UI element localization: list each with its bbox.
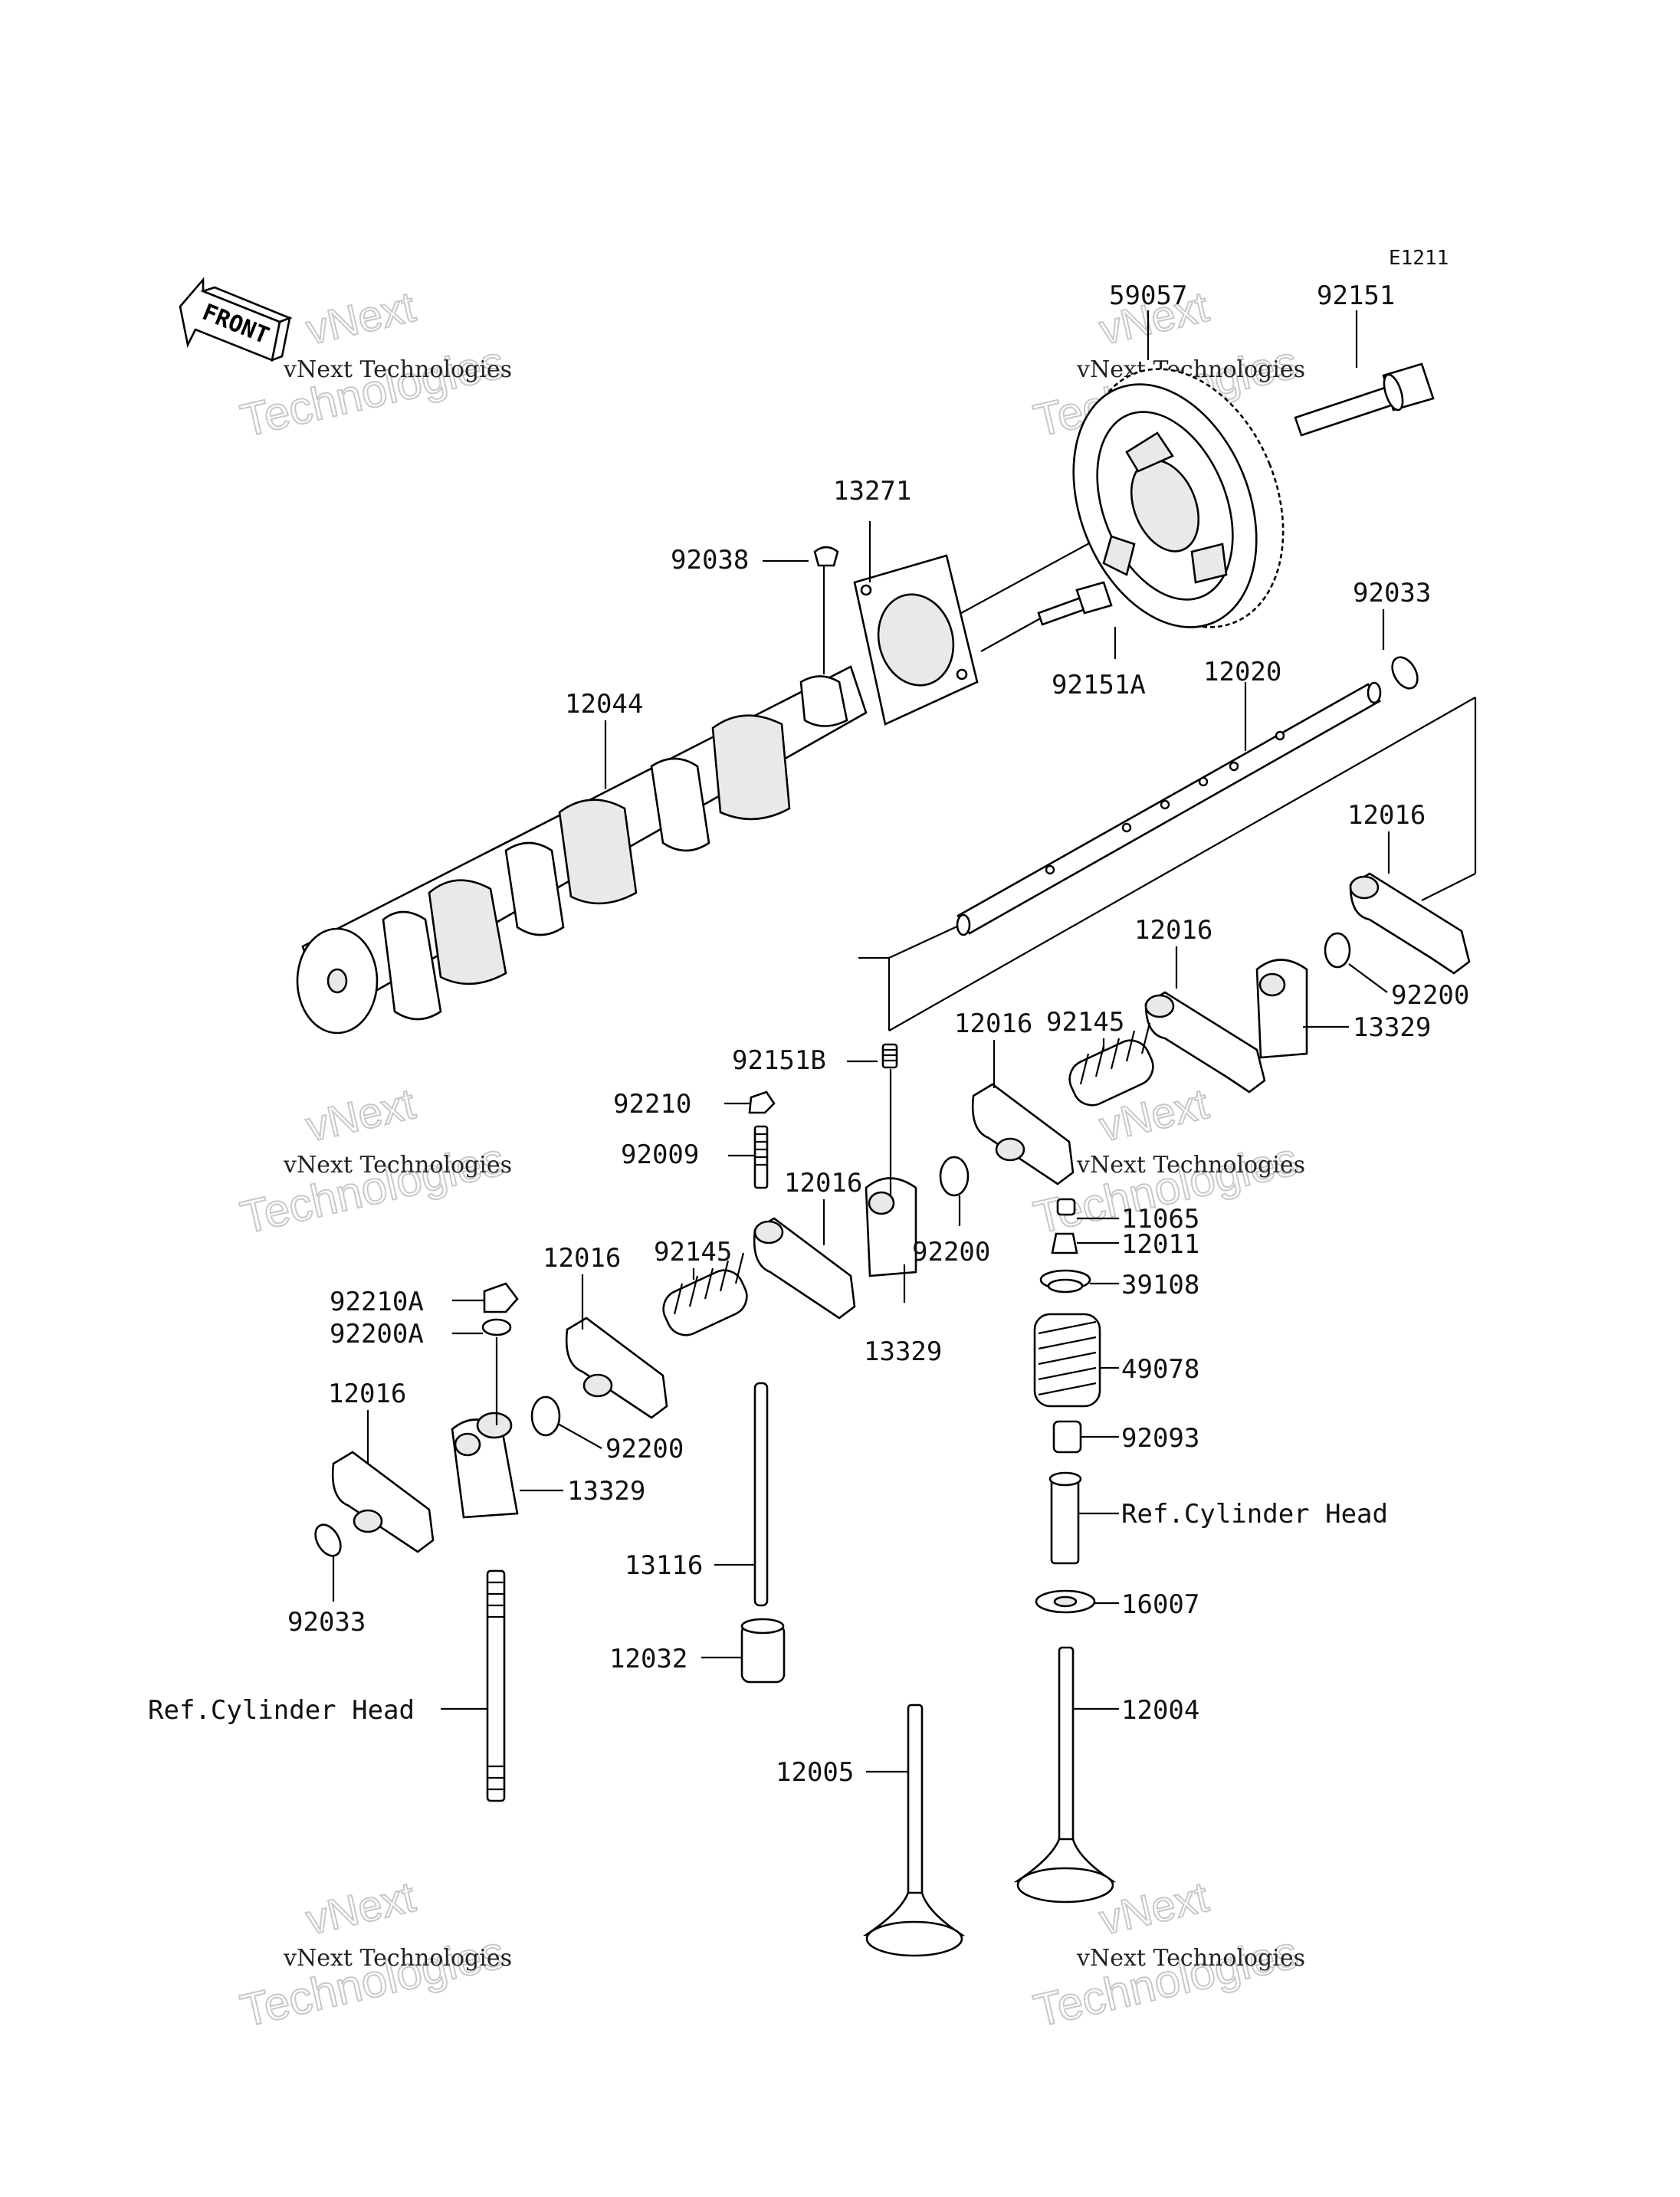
callout-92210A: 92210A — [330, 1287, 424, 1317]
camshaft — [296, 665, 868, 1035]
circlip-bottom — [314, 1523, 342, 1557]
callout-16007: 16007 — [1121, 1589, 1199, 1620]
valve-spring-49078 — [1033, 1313, 1101, 1408]
callout-92145-b: 92145 — [654, 1237, 732, 1267]
callout-59057: 59057 — [1109, 280, 1187, 311]
nut-92210A — [483, 1282, 519, 1313]
callout-92038: 92038 — [671, 545, 749, 575]
watermark-text: vNext Technologies — [283, 356, 512, 383]
washer-92200-a — [1324, 932, 1351, 969]
callout-92210: 92210 — [613, 1089, 691, 1120]
callout-92009: 92009 — [621, 1139, 699, 1170]
callout-12016-e: 12016 — [543, 1243, 621, 1274]
exhaust-valve-12004 — [1013, 1646, 1117, 1904]
callout-13116: 13116 — [625, 1550, 703, 1581]
gear-bolt — [1294, 362, 1435, 437]
callout-12016-b: 12016 — [1134, 915, 1212, 946]
watermark-top-left: vNext Technologies vNext Technologies — [235, 281, 512, 448]
callout-13329-b: 13329 — [864, 1336, 942, 1367]
callout-12016-c: 12016 — [954, 1008, 1032, 1039]
callout-92033-top: 92033 — [1353, 578, 1431, 608]
callout-92200A: 92200A — [330, 1319, 424, 1349]
collet-12011 — [1051, 1232, 1078, 1254]
valve-seal-92093 — [1052, 1420, 1082, 1454]
watermark-bottom-left: vNext Technologies vNext Technologies — [235, 1871, 512, 2038]
callout-49078: 49078 — [1121, 1354, 1199, 1385]
watermark-text: vNext Technologies — [283, 1152, 512, 1179]
watermark-technologies: Technologies — [236, 1926, 509, 2037]
watermark-technologies: Technologies — [1029, 1926, 1302, 2037]
rocker-arm-f — [331, 1451, 435, 1553]
callout-labels: 59057 92151 13271 92038 12044 92151A 920… — [148, 280, 1469, 1788]
rocker-support-c — [451, 1412, 519, 1519]
callout-92033-bottom: 92033 — [287, 1607, 366, 1638]
watermark-text: vNext Technologies — [1076, 1152, 1305, 1179]
woodruff-key — [813, 546, 839, 567]
callout-13271: 13271 — [833, 476, 911, 507]
callout-92093: 92093 — [1121, 1423, 1199, 1454]
callout-11065: 11065 — [1121, 1204, 1199, 1235]
watermark-vnext: vNext — [302, 1872, 420, 1944]
tappet — [740, 1618, 786, 1684]
front-arrow-icon: FRONT — [179, 277, 293, 362]
rocker-arm-d — [753, 1217, 856, 1320]
callout-92151: 92151 — [1317, 280, 1395, 311]
nut-92210 — [748, 1090, 776, 1114]
callout-92151A: 92151A — [1052, 670, 1146, 700]
callout-12016-f: 12016 — [328, 1379, 406, 1409]
callout-92145-a: 92145 — [1046, 1007, 1124, 1038]
adjust-screw-92009 — [753, 1125, 769, 1189]
cam-gear — [1072, 368, 1285, 628]
callout-ref-cylinder-head-right: Ref.Cylinder Head — [1121, 1499, 1388, 1530]
callout-92200-a: 92200 — [1391, 980, 1469, 1011]
push-rod — [753, 1382, 769, 1607]
rocker-arm-c — [971, 1083, 1075, 1185]
callout-12016-a: 12016 — [1347, 800, 1426, 831]
washer-92200-b — [939, 1156, 970, 1197]
callout-12004: 12004 — [1121, 1695, 1199, 1726]
circlip-top — [1391, 656, 1419, 690]
rocker-spring-b — [662, 1252, 748, 1336]
callout-12016-d: 12016 — [784, 1168, 862, 1199]
callout-12005: 12005 — [776, 1757, 854, 1788]
washer-92200-c — [530, 1395, 561, 1437]
washer-92200A — [481, 1318, 512, 1336]
rocker-shaft — [956, 681, 1382, 936]
callout-92200-c: 92200 — [605, 1434, 684, 1464]
thrust-plate — [853, 554, 979, 726]
spring-retainer-39108 — [1039, 1269, 1091, 1294]
rocker-spring-a — [1068, 1022, 1154, 1107]
watermark-text: vNext Technologies — [1076, 1945, 1305, 1972]
callout-ref-cylinder-head-left: Ref.Cylinder Head — [148, 1695, 415, 1726]
callout-13329-c: 13329 — [567, 1476, 645, 1507]
valve-cap-11065 — [1056, 1198, 1076, 1216]
watermark-technologies: Technologies — [236, 1133, 509, 1244]
plate-bolt — [1037, 581, 1113, 626]
valve-guide — [1048, 1471, 1082, 1565]
callout-12032: 12032 — [609, 1644, 687, 1674]
watermark-vnext: vNext — [302, 282, 420, 354]
callout-39108: 39108 — [1121, 1270, 1199, 1300]
watermark-vnext: vNext — [302, 1079, 420, 1151]
leader-lines — [332, 310, 1390, 1773]
watermark-text: vNext Technologies — [283, 1945, 512, 1972]
rocker-arm-e — [565, 1317, 668, 1419]
callout-12044: 12044 — [565, 689, 643, 720]
valve-washer-16007 — [1035, 1589, 1096, 1614]
adjust-screw-92151B — [881, 1043, 898, 1069]
rocker-support-a — [1255, 959, 1308, 1059]
diagram-code: E1211 — [1389, 247, 1449, 270]
rocker-arm-a — [1349, 872, 1471, 975]
stud-bolt — [486, 1569, 506, 1802]
rocker-support-b — [865, 1177, 917, 1277]
callout-92200-b: 92200 — [912, 1237, 990, 1267]
callout-13329-a: 13329 — [1353, 1012, 1431, 1043]
rocker-arm-b — [1144, 991, 1266, 1094]
intake-valve-12005 — [862, 1703, 966, 1957]
callout-92151B: 92151B — [732, 1045, 826, 1076]
callout-12011: 12011 — [1121, 1229, 1199, 1260]
callout-12020: 12020 — [1203, 657, 1281, 687]
watermark-mid-left: vNext Technologies vNext Technologies — [235, 1078, 512, 1244]
